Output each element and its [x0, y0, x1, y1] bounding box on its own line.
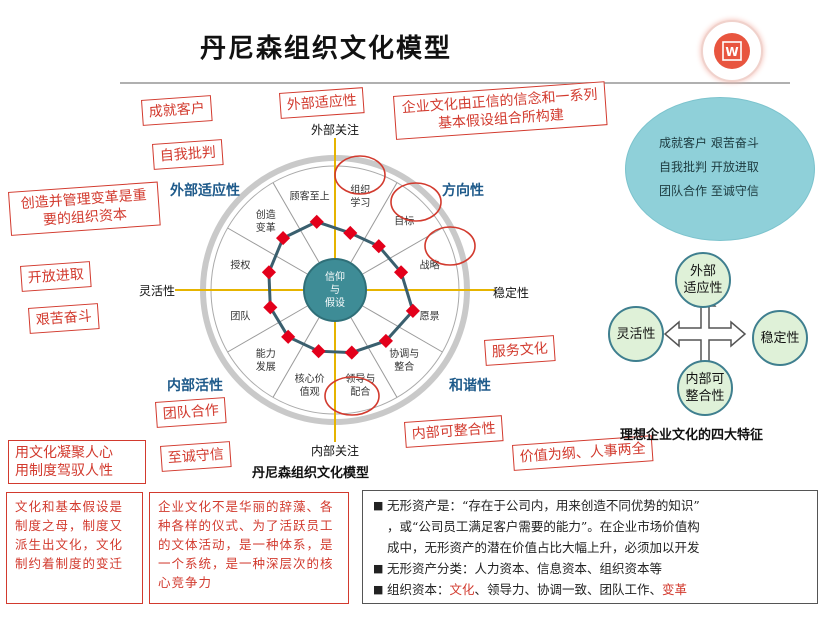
- denison-wheel: 组织学习目标战略愿景协调与整合领导与配合核心价值观能力发展团队授权创造变革顾客至…: [139, 122, 529, 458]
- tag-open-enterprising: 开放进取: [20, 261, 92, 292]
- intangible-highlight: 文化: [449, 582, 475, 597]
- box-culture-definition: 企业文化不是华丽的辞藻、各种各样的仪式、为了活跃员工的文体活动，是一种体系，是一…: [149, 492, 349, 604]
- quadrant-harmony: 和谐性: [449, 377, 491, 394]
- tag-service-culture: 服务文化: [484, 335, 556, 366]
- wheel-spoke: [350, 182, 398, 264]
- profile-marker: [371, 239, 386, 254]
- tag-culture-belief: 企业文化由正信的信念和一系列基本假设组合所构建: [393, 81, 608, 140]
- intangible-bullet-1: ■ 无形资产是：“存在于公司内，用来创造不同优势的知识”: [373, 495, 807, 516]
- wheel-segment-label: 核心价值观: [295, 372, 325, 398]
- wheel-segment-label: 战略: [420, 259, 440, 272]
- profile-marker: [344, 345, 359, 360]
- quadrant-direction: 方向性: [442, 182, 484, 199]
- intangible-text: 组织资本：: [387, 582, 450, 597]
- profile-marker: [405, 303, 420, 318]
- axis-right-label: 稳定性: [493, 285, 529, 300]
- axis-left-label: 灵活性: [139, 284, 175, 298]
- wheel-segment-label: 愿景: [420, 310, 440, 322]
- values-line: 成就客户 艰苦奋斗: [659, 136, 759, 150]
- profile-marker: [275, 230, 291, 246]
- profile-marker: [378, 333, 393, 348]
- tag-culture-system: 用文化凝聚人心 用制度驾驭人性: [8, 440, 146, 484]
- wheel-segment-label: 授权: [230, 259, 250, 272]
- wheel-spoke: [227, 305, 309, 353]
- intangible-highlight: 变革: [662, 582, 688, 597]
- intangible-text: 无形资产是：“存在于公司内，用来创造不同优势的知识”: [387, 498, 700, 513]
- tag-teamwork: 团队合作: [155, 397, 227, 428]
- intangible-text: 成中，无形资产的潜在价值占比大幅上升，必须加以开发: [387, 540, 700, 555]
- tag-hard-work: 艰苦奋斗: [28, 303, 100, 334]
- values-line: 自我批判 开放进取: [659, 160, 759, 174]
- values-line: 团队合作 至诚守信: [659, 184, 759, 198]
- feature-stability: 稳定性: [752, 310, 808, 366]
- wheel-center: [303, 258, 367, 322]
- axis-top-label: 外部关注: [311, 122, 359, 137]
- features-caption: 理想企业文化的四大特征: [620, 428, 764, 443]
- tag-external-adaptability: 外部适应性: [279, 87, 365, 119]
- wheel-segment-label: 组织学习: [350, 183, 370, 209]
- intangible-bullet-3: ■ 组织资本：文化、领导力、协调一致、团队工作、变革: [373, 579, 807, 600]
- page-title: 丹尼森组织文化模型: [200, 34, 453, 64]
- tag-integrity: 至诚守信: [160, 441, 232, 472]
- intangible-bullet-2: ■ 无形资产分类：人力资本、信息资本、组织资本等: [373, 558, 807, 579]
- w-logo-icon: W: [714, 33, 750, 69]
- title-divider: [120, 82, 790, 84]
- wheel-spoke: [350, 316, 398, 398]
- wheel-spoke: [272, 182, 320, 264]
- wheel-center-label: 信仰与假设: [325, 271, 345, 309]
- quadrant-external-adaptability: 外部适应性: [170, 182, 240, 199]
- wheel-segment-label: 目标: [394, 216, 414, 228]
- bullet-square-icon: ■: [373, 562, 384, 575]
- feature-flexibility: 灵活性: [608, 306, 664, 362]
- wheel-spoke: [227, 227, 309, 275]
- values-text: 成就客户 艰苦奋斗 自我批判 开放进取 团队合作 至诚守信: [659, 131, 759, 203]
- wheel-segment-label: 顾客至上: [290, 189, 330, 202]
- box-system-culture: 文化和基本假设是制度之母，制度又派生出文化，文化制约着制度的变迁: [6, 492, 143, 604]
- wheel-segment-label: 能力发展: [256, 347, 276, 373]
- profile-marker: [311, 344, 326, 359]
- box-intangible-assets: ■ 无形资产是：“存在于公司内，用来创造不同优势的知识” ，或“公司员工满足客户…: [362, 490, 818, 604]
- wheel-spoke: [361, 305, 443, 353]
- intangible-text: ，或“公司员工满足客户需要的能力”。在企业市场价值构: [387, 519, 700, 534]
- quadrant-internal-vitality: 内部活性: [167, 377, 223, 394]
- wheel-segment-label: 协调与整合: [389, 347, 419, 373]
- feature-external-adaptability: 外部 适应性: [675, 252, 731, 308]
- wheel-segment-label: 创造变革: [256, 208, 276, 234]
- intangible-text: 、领导力、协调一致、团队工作、: [474, 582, 663, 597]
- wheel-caption: 丹尼森组织文化模型: [252, 466, 370, 481]
- wheel-spoke: [272, 316, 320, 398]
- bullet-square-icon: ■: [373, 499, 384, 512]
- svg-text:W: W: [725, 45, 738, 59]
- feature-internal-integration: 内部可 整合性: [677, 360, 733, 416]
- values-circle: [625, 97, 815, 241]
- intangible-text: 无形资产分类：人力资本、信息资本、组织资本等: [387, 561, 663, 576]
- profile-marker: [343, 225, 358, 241]
- profile-marker: [393, 265, 409, 280]
- axis-bottom-label: 内部关注: [311, 443, 359, 458]
- bullet-square-icon: ■: [373, 583, 384, 596]
- profile-marker: [281, 329, 296, 344]
- profile-marker: [309, 214, 324, 229]
- tag-self-criticism: 自我批判: [152, 139, 224, 170]
- wheel-segment-label: 团队: [230, 309, 250, 322]
- logo-badge: W: [701, 20, 763, 82]
- profile-marker: [261, 265, 277, 280]
- profile-marker: [263, 300, 278, 315]
- tag-achieve-customer: 成就客户: [141, 95, 213, 126]
